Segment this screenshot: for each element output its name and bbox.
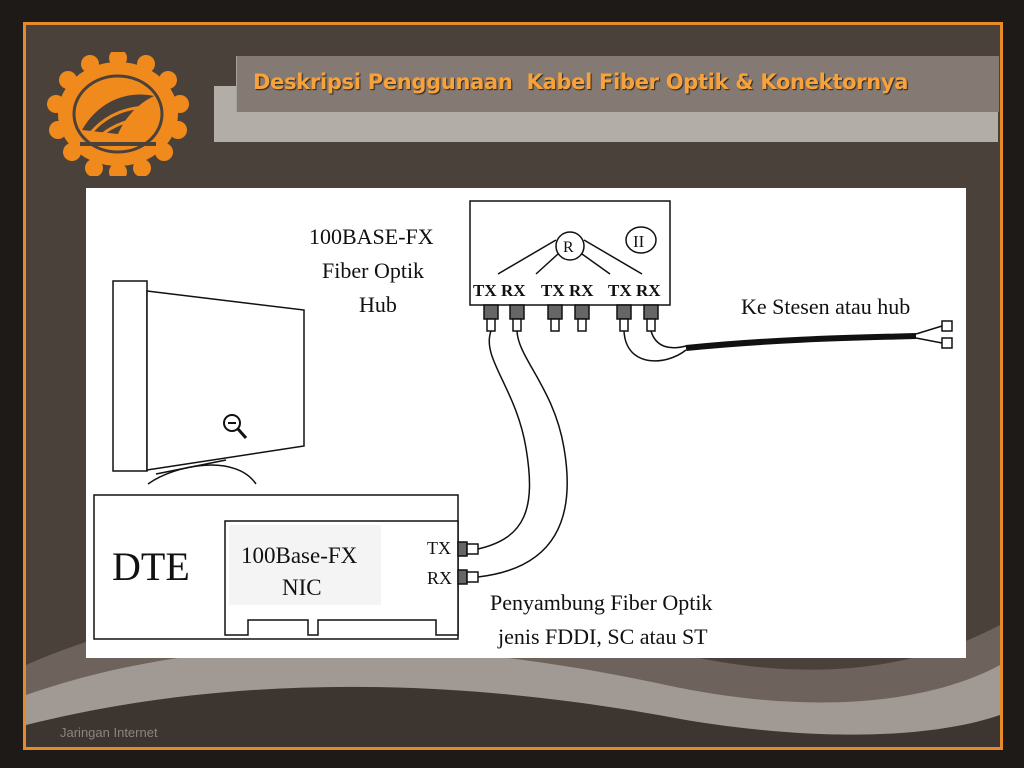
hub-port-label: RX <box>501 281 526 300</box>
hub-port-label: RX <box>636 281 661 300</box>
fiber-cables <box>477 330 568 578</box>
nic-port-tx-label: TX <box>427 538 451 558</box>
footer-text: Jaringan Internet <box>60 725 158 740</box>
hub-class-label: II <box>633 232 645 251</box>
uplink-cable <box>623 320 953 362</box>
dte-label: DTE <box>112 544 190 589</box>
nic-connectors <box>457 541 479 585</box>
diagram-panel: DTE 100Base-FX NIC TX RX 100BASE-FX Fibe… <box>86 188 966 658</box>
fiber-diagram: DTE 100Base-FX NIC TX RX 100BASE-FX Fibe… <box>93 200 953 649</box>
nic-port-rx-label: RX <box>427 568 452 588</box>
title-bar: Deskripsi Penggunaan Kabel Fiber Optik &… <box>236 56 999 112</box>
hub-port-label: TX <box>473 281 497 300</box>
hub-port-label: TX <box>608 281 632 300</box>
hub-port-label: RX <box>569 281 594 300</box>
hub-label-line2: Fiber Optik <box>322 258 424 283</box>
hub-repeater-symbol <box>497 231 643 275</box>
hub-class-symbol <box>625 226 657 254</box>
connector-label-line1: Penyambung Fiber Optik <box>490 590 712 615</box>
uplink-label: Ke Stesen atau hub <box>741 294 910 319</box>
hub-label-line1: 100BASE-FX <box>309 224 434 249</box>
hub-repeater-label: R <box>563 239 574 256</box>
connector-label-line2: jenis FDDI, SC atau ST <box>497 624 708 649</box>
magnifier-icon <box>223 414 248 439</box>
monitor-icon <box>112 280 305 485</box>
hub-label-line3: Hub <box>359 292 397 317</box>
hub-connectors <box>483 304 659 332</box>
university-logo-icon <box>47 52 189 176</box>
nic-label-line2: NIC <box>282 575 322 600</box>
nic-label-line1: 100Base-FX <box>241 543 358 568</box>
hub-port-label: TX <box>541 281 565 300</box>
slide-title: Deskripsi Penggunaan Kabel Fiber Optik &… <box>253 70 909 94</box>
